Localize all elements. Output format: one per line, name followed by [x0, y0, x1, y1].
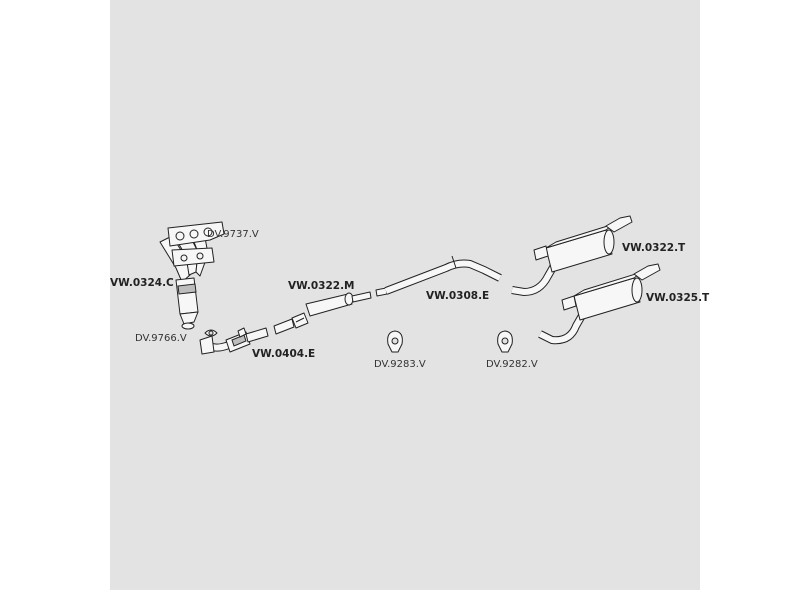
intermediate-pipe[interactable] — [375, 255, 502, 297]
label-clamp-2: DV.9282.V — [486, 359, 538, 370]
label-rear-silencer-2: VW.0325.T — [646, 292, 710, 304]
clamp-1[interactable] — [387, 330, 403, 353]
center-silencer[interactable] — [273, 291, 372, 335]
manifold-catalyst[interactable] — [159, 221, 225, 330]
label-clamp-1: DV.9283.V — [374, 359, 426, 370]
front-pipe[interactable] — [199, 327, 269, 355]
label-front-pipe: VW.0404.E — [252, 348, 315, 360]
label-flange-gasket: DV.9766.V — [135, 333, 187, 344]
clamp-2[interactable] — [497, 330, 513, 353]
label-rear-silencer-1: VW.0322.T — [622, 242, 686, 254]
label-manifold-gasket: DV.9737.V — [207, 229, 259, 240]
rear-silencer-1[interactable] — [511, 215, 633, 297]
rear-silencer-2[interactable] — [538, 263, 661, 345]
label-center-silencer: VW.0322.M — [288, 280, 355, 292]
label-intermediate-pipe: VW.0308.E — [426, 290, 489, 302]
flange-gasket[interactable] — [204, 329, 218, 337]
label-manifold: VW.0324.C — [110, 277, 174, 289]
